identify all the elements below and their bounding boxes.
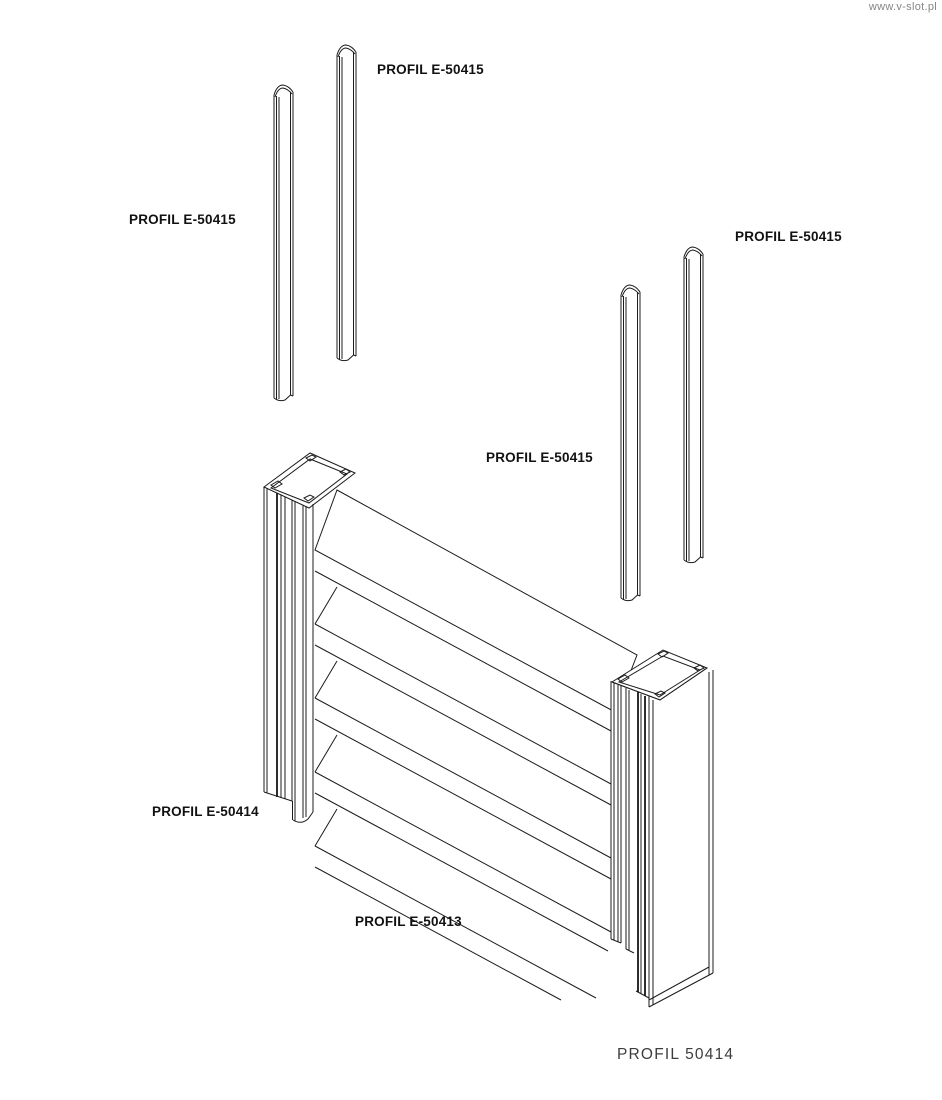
label-profile-left: PROFIL E-50415 <box>129 212 236 227</box>
label-profile-middle: PROFIL E-50415 <box>486 450 593 465</box>
label-slat: PROFIL E-50413 <box>355 914 462 929</box>
cover-strip-right-front <box>620 284 641 602</box>
cover-strip-right-back <box>683 246 704 564</box>
left-post <box>263 452 356 823</box>
louver-slats <box>314 489 638 1001</box>
label-profile-top: PROFIL E-50415 <box>377 62 484 77</box>
label-profile-right: PROFIL E-50415 <box>735 229 842 244</box>
cover-strip-left-back <box>336 44 357 362</box>
label-assembly: PROFIL 50414 <box>617 1046 735 1063</box>
right-post <box>610 649 714 1008</box>
label-post: PROFIL E-50414 <box>152 804 259 819</box>
website-watermark: www.v-slot.pl <box>868 1 937 13</box>
slat-top-face <box>314 489 638 713</box>
cover-strip-left-front <box>273 84 294 402</box>
